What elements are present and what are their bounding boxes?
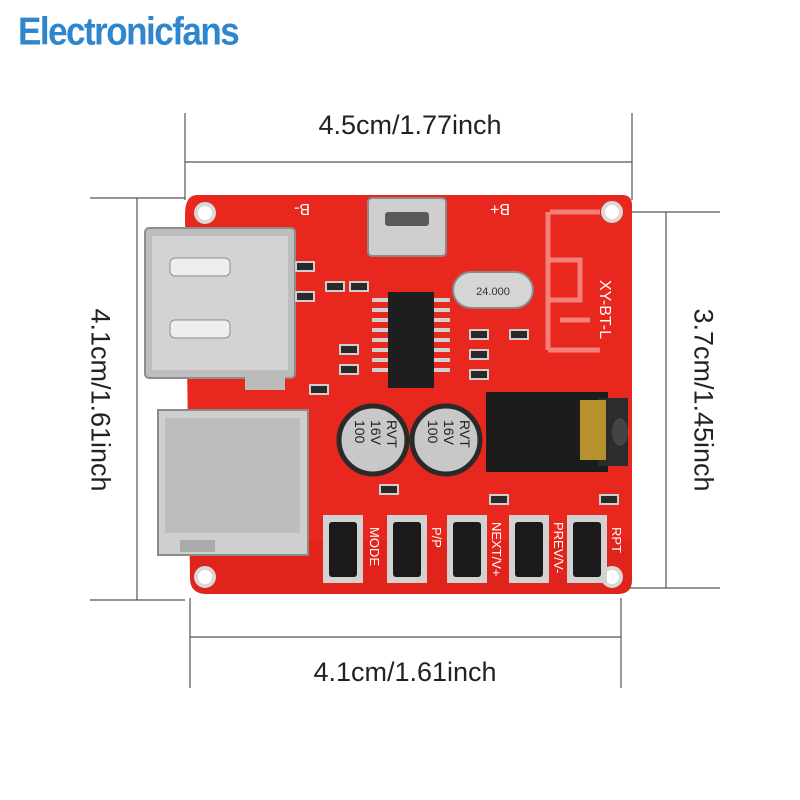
cap1-line3: RVT: [384, 420, 400, 448]
main-ic-chip: [372, 292, 450, 388]
brand-logo: Electronicfans: [18, 10, 240, 54]
button-label-next: NEXT/V+: [489, 522, 504, 577]
dimension-bottom-label: 4.1cm/1.61inch: [313, 657, 497, 687]
silkscreen-labels: B- B+ XY-BT-L: [294, 200, 613, 339]
dimension-top-label: 4.5cm/1.77inch: [318, 110, 502, 140]
electrolytic-capacitors: [336, 403, 483, 477]
antenna-trace: [545, 209, 600, 353]
cap1-line1: 100: [352, 420, 368, 444]
button-label-mode: MODE: [367, 527, 382, 566]
crystal-label: 24.000: [476, 286, 510, 298]
sd-card-slot: [157, 409, 309, 556]
cap2-line3: RVT: [457, 420, 473, 448]
button-label-prev: PREV/V-: [551, 522, 566, 573]
label-model: XY-BT-L: [596, 280, 613, 339]
audio-jack: [486, 392, 628, 472]
label-b-plus: B+: [490, 200, 510, 217]
button-labels: MODE P/P NEXT/V+ PREV/V- RPT: [367, 522, 624, 577]
usb-a-port: [144, 227, 296, 390]
mounting-holes: [194, 201, 623, 588]
smd-components: [295, 261, 619, 505]
button-label-pp: P/P: [429, 527, 444, 548]
label-b-minus: B-: [294, 200, 310, 217]
cap2-line1: 100: [425, 420, 441, 444]
capacitor-labels: 100 16V RVT 100 16V RVT: [352, 420, 473, 448]
tactile-buttons: [323, 515, 607, 583]
cap2-line2: 16V: [441, 420, 457, 446]
micro-usb-port: [367, 197, 447, 257]
crystal-oscillator: 24.000: [452, 271, 534, 309]
button-label-rpt: RPT: [609, 527, 624, 553]
cap1-line2: 16V: [368, 420, 384, 446]
dimension-lines: [90, 113, 720, 688]
